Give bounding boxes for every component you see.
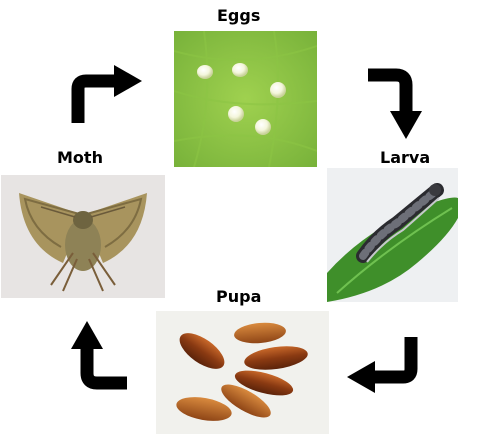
moth-photo xyxy=(1,175,165,298)
eggs-to-larva-arrow-icon xyxy=(366,67,428,141)
larva-photo xyxy=(327,168,458,302)
eggs-label: Eggs xyxy=(217,6,261,25)
moth-to-eggs-arrow-icon xyxy=(70,63,144,125)
pupa-to-moth-arrow-icon xyxy=(67,319,129,391)
moth-label: Moth xyxy=(57,148,103,167)
pupa-photo xyxy=(156,311,329,434)
eggs-photo xyxy=(174,31,317,167)
pupa-label: Pupa xyxy=(216,287,262,306)
larva-label: Larva xyxy=(380,148,431,167)
larva-to-pupa-arrow-icon xyxy=(345,335,419,395)
